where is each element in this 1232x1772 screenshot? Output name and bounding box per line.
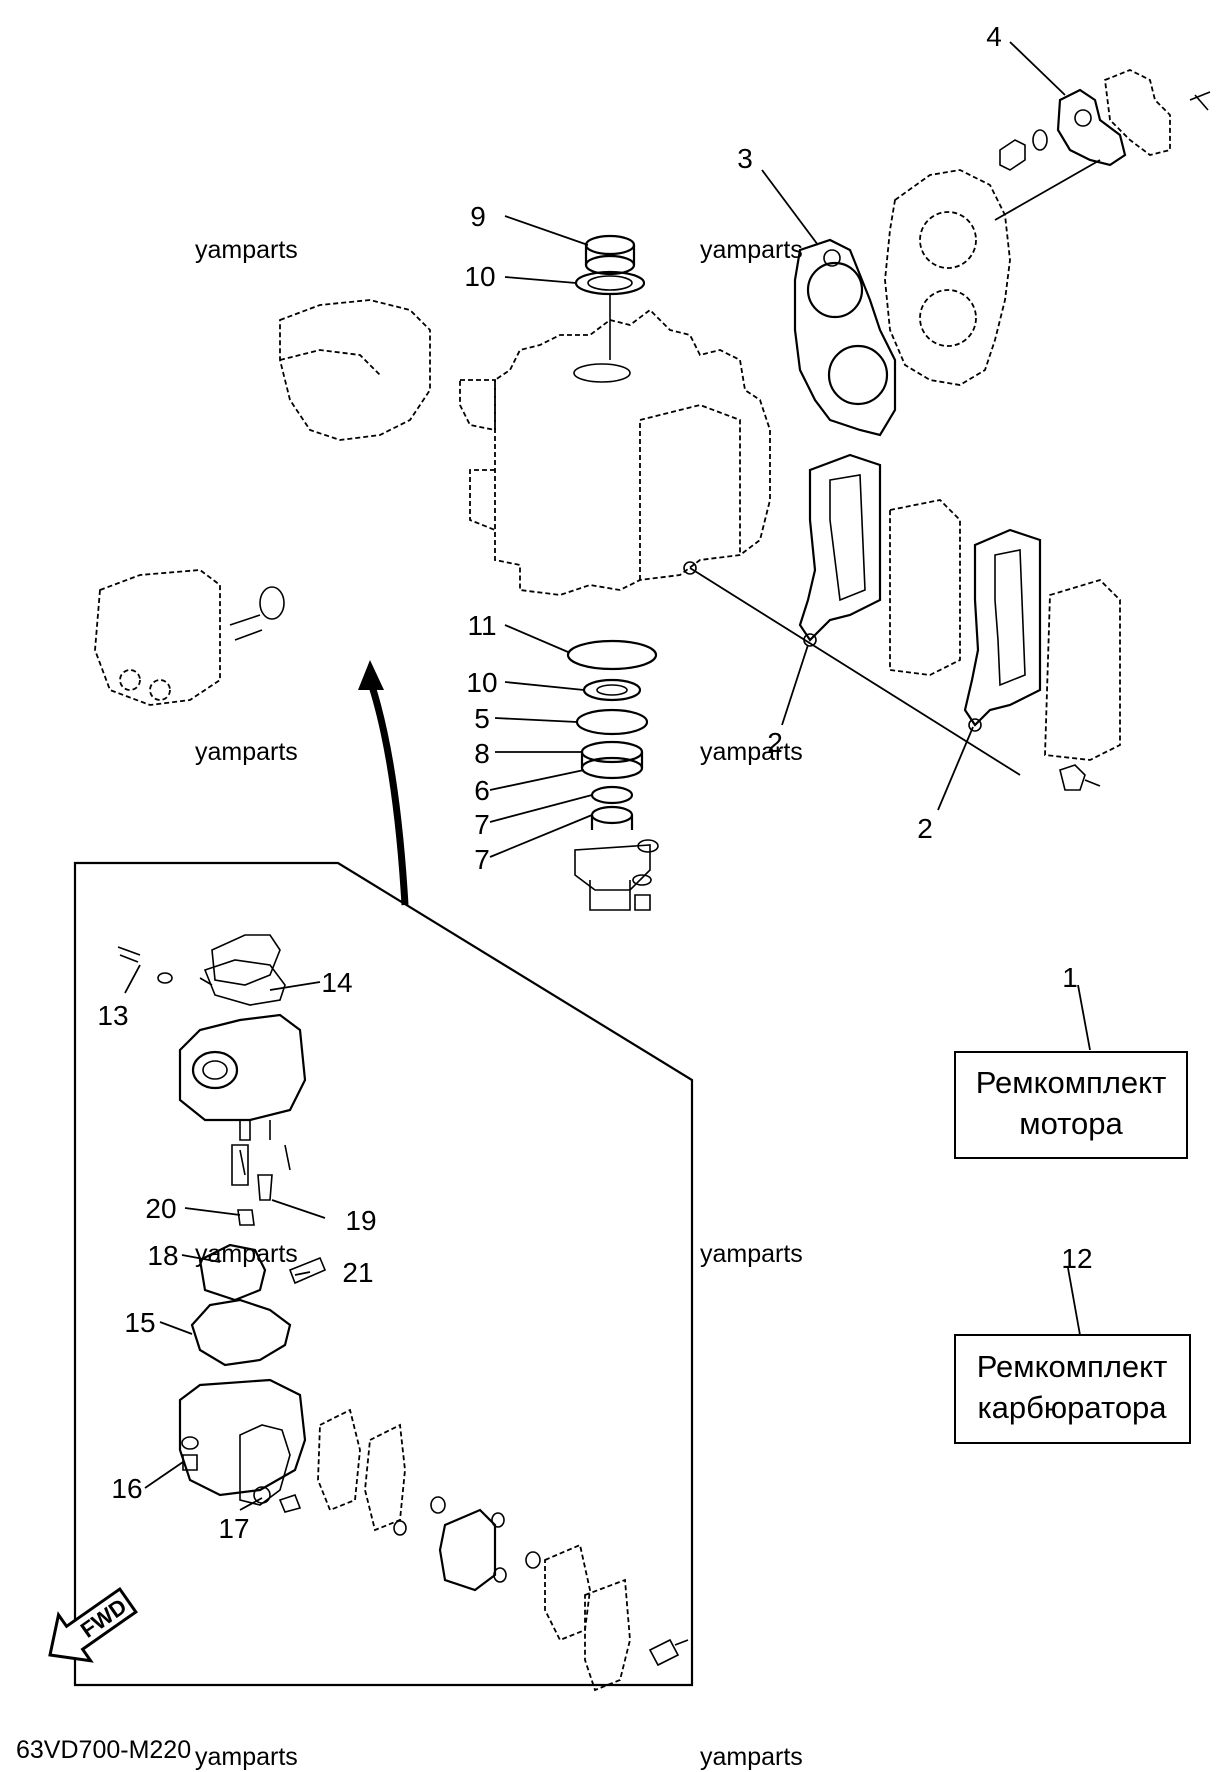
diagram-code: 63VD700-M220 — [16, 1736, 191, 1764]
watermark: yamparts — [700, 738, 803, 766]
callout-9: 9 — [470, 201, 486, 232]
carburetor-inset-frame — [73, 861, 694, 1687]
watermark: yamparts — [195, 1743, 298, 1771]
cylinder-block — [459, 308, 771, 596]
callout-7a: 7 — [474, 809, 490, 840]
watermark: yamparts — [195, 1240, 298, 1268]
watermark: yamparts — [700, 1240, 803, 1268]
watermark: yamparts — [195, 738, 298, 766]
kit-box-carburetor: Ремкомплект карбюратора — [954, 1334, 1191, 1444]
callout-11: 11 — [467, 610, 496, 641]
callout-14: 14 — [321, 967, 352, 998]
callout-6: 6 — [474, 775, 490, 806]
watermark: yamparts — [700, 236, 803, 264]
callout-1: 1 — [1062, 962, 1078, 993]
callout-10a: 10 — [464, 261, 495, 292]
inset-pointer-arrow — [358, 660, 409, 906]
callout-2b: 2 — [917, 813, 933, 844]
callout-12: 12 — [1061, 1243, 1092, 1274]
callout-10b: 10 — [466, 667, 497, 698]
watermark: yamparts — [195, 236, 298, 264]
kit-engine-line2: мотора — [1019, 1106, 1123, 1141]
fwd-arrow: FWD — [48, 1586, 138, 1663]
callout-13: 13 — [97, 1000, 128, 1031]
thermostat-cover-assembly — [994, 69, 1211, 221]
kit-box-engine: Ремкомплект мотора — [954, 1051, 1188, 1159]
cylinder-head — [884, 169, 1011, 386]
kit-carb-line2: карбюратора — [977, 1390, 1167, 1425]
callout-2a: 2 — [767, 727, 783, 758]
callout-4: 4 — [986, 21, 1002, 52]
callout-3: 3 — [737, 143, 753, 174]
kit-carb-line1: Ремкомплект — [977, 1349, 1168, 1384]
oil-seal-upper — [574, 234, 646, 360]
crankcase-gaskets — [689, 453, 1121, 791]
callout-21: 21 — [342, 1257, 373, 1288]
kit-engine-line1: Ремкомплект — [976, 1065, 1167, 1100]
callout-15: 15 — [124, 1307, 155, 1338]
lower-seal-stack — [566, 639, 659, 911]
callout-5: 5 — [474, 703, 490, 734]
callout-18: 18 — [147, 1240, 178, 1271]
callout-19: 19 — [345, 1205, 376, 1236]
watermark: yamparts — [700, 1743, 803, 1771]
callout-numbers: 1 2 2 2 3 4 5 6 7 7 8 9 10 10 11 12 13 1… — [97, 21, 1092, 1544]
callout-20: 20 — [145, 1193, 176, 1224]
carburetor-assembly — [94, 299, 431, 706]
callout-17: 17 — [218, 1513, 249, 1544]
callout-8: 8 — [474, 738, 490, 769]
cylinder-head-gasket — [793, 238, 897, 437]
watermarks: yamparts yamparts yamparts yamparts yamp… — [195, 236, 803, 1771]
callout-7b: 7 — [474, 844, 490, 875]
callout-16: 16 — [111, 1473, 142, 1504]
leader-lines — [124, 41, 1091, 1511]
carburetor-body — [117, 934, 689, 1692]
